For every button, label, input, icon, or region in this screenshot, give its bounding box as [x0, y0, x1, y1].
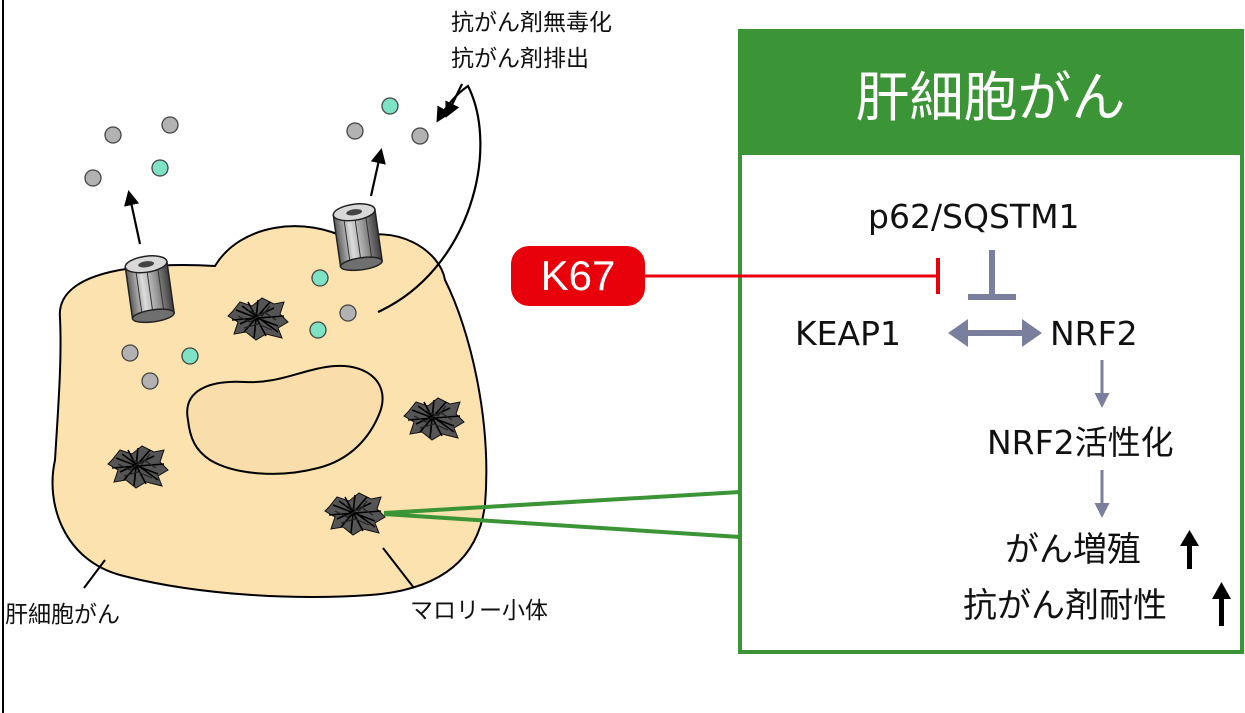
recycle-arrow-upper: [445, 83, 463, 118]
detox-label: 抗がん剤無毒化: [451, 10, 612, 36]
k67-badge: [511, 246, 645, 306]
panel-header: [738, 30, 1243, 155]
nrf2-label: NRF2: [1050, 314, 1138, 353]
hcc-leader-line: [83, 559, 106, 589]
up-arrow-icon: [1180, 530, 1199, 569]
channel-pump-icon: [332, 203, 383, 272]
keap1-nrf2-interaction: [948, 319, 1042, 347]
hcc-cell-label: 肝細胞がん: [5, 602, 120, 628]
efflux-arrow: [369, 147, 386, 197]
mallory-leader-line: [382, 547, 415, 589]
mallory-body-label: マロリー小体: [410, 598, 548, 624]
proliferation-label: がん増殖: [1005, 530, 1141, 570]
panel-title: 肝細胞がん: [855, 66, 1126, 129]
keap1-label: KEAP1: [795, 314, 901, 353]
drug-molecules: [84, 97, 429, 390]
nucleus: [186, 364, 384, 475]
zoom-connector: [383, 490, 741, 515]
k67-label: K67: [540, 252, 616, 299]
up-arrow-icon: [1212, 582, 1231, 626]
nrf2-activation-label: NRF2活性化: [987, 423, 1174, 462]
efflux-label: 抗がん剤排出: [451, 46, 589, 72]
p62-label: p62/SQSTM1: [868, 197, 1080, 236]
efflux-arrow: [124, 189, 142, 245]
zoom-connector: [383, 512, 741, 539]
drug-resistance-label: 抗がん剤耐性: [963, 586, 1167, 626]
channel-pump-icon: [124, 255, 175, 324]
